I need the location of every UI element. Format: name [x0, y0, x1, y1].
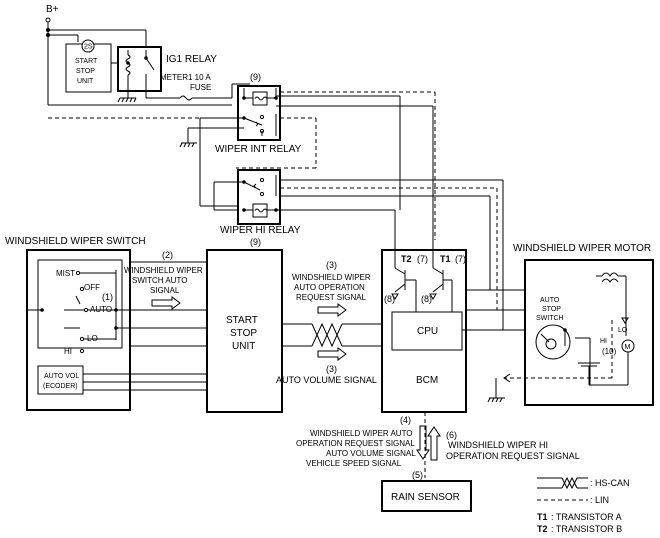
- legend-hs-can: : HS-CAN: [537, 476, 630, 490]
- signal-6-line-2: OPERATION REQUEST SIGNAL: [446, 451, 580, 461]
- motor-switch-line-1: AUTO: [540, 297, 560, 304]
- pos-hi: HI: [64, 347, 72, 356]
- hi-relay-label: WIPER HI RELAY: [220, 225, 301, 236]
- signal-2-line-1: WINDSHIELD WIPER: [124, 266, 203, 275]
- wiper-int-relay: (9) WIPER INT RELAY: [179, 72, 436, 240]
- start-stop-2s-badge: [81, 39, 95, 53]
- t1-callout: (7): [455, 254, 466, 264]
- signal-auto-volume: (3) AUTO VOLUME SIGNAL: [276, 347, 377, 385]
- legend-lin: : LIN: [537, 495, 609, 505]
- t1-label: T1: [440, 254, 451, 264]
- signal-auto-op-request: (3) WINDSHIELD WIPER AUTO OPERATION REQU…: [292, 260, 371, 317]
- bcm-relay-links: [276, 105, 434, 258]
- signal-6-callout: (6): [446, 430, 457, 440]
- bcm-label: BCM: [416, 375, 438, 386]
- ig1-relay-label: IG1 RELAY: [166, 54, 217, 65]
- signal-switch-auto: (2) WINDSHIELD WIPER SWITCH AUTO SIGNAL: [124, 250, 203, 310]
- t2-callout: (7): [417, 254, 428, 264]
- auto-vol-ecoder: [37, 365, 84, 395]
- signal-3b-callout: (3): [326, 364, 337, 374]
- b-plus-terminal: [45, 17, 51, 23]
- ssu-small-line-3: UNIT: [77, 78, 94, 85]
- ssu-line-1: START: [226, 315, 258, 326]
- motor-hi: HI: [600, 338, 607, 345]
- legend-t1-key: T1: [537, 512, 548, 522]
- signal-3a-line-2: AUTO OPERATION: [294, 283, 365, 292]
- wiper-motor-title: WINDSHIELD WIPER MOTOR: [513, 243, 651, 254]
- motor-m-text: M: [625, 344, 631, 351]
- rain-sensor-label: RAIN SENSOR: [391, 492, 460, 503]
- ssu-line-3: UNIT: [232, 341, 255, 352]
- motor-switch-line-3: SWITCH: [536, 315, 564, 322]
- legend-t1-text: : TRANSISTOR A: [551, 512, 622, 522]
- ig1-relay: IG1 RELAY: [117, 46, 217, 103]
- signal-6-line-1: WINDSHIELD WIPER HI: [448, 440, 548, 450]
- legend-lin-text: : LIN: [590, 495, 609, 505]
- signal-4-callout: (4): [400, 415, 411, 425]
- hs-can-ssu-bcm: [282, 322, 382, 348]
- start-stop-unit-small: 2S START STOP UNIT: [65, 39, 120, 93]
- bcm-cpu: [391, 311, 463, 351]
- badge-text: 2S: [84, 44, 93, 51]
- ssu-line-2: STOP: [230, 328, 257, 339]
- ig1-relay-box: [117, 46, 162, 92]
- rain-sensor-callout: (5): [412, 470, 423, 480]
- signal-6-arrow: [427, 426, 441, 461]
- bcm: CPU BCM T2 (7) (8) T1 (7) (8): [381, 249, 467, 413]
- windshield-wiper-motor: WINDSHIELD WIPER MOTOR AUTO STOP SWITCH …: [487, 243, 654, 406]
- start-stop-unit: START STOP UNIT: [206, 249, 283, 413]
- signal-2-line-3: SIGNAL: [150, 286, 180, 295]
- legend-t2-key: T2: [537, 524, 548, 534]
- meter1-fuse: METER1 10 A FUSE: [160, 73, 250, 101]
- signal-4-arrow: [416, 425, 430, 460]
- wiper-switch-callout: (1): [102, 292, 113, 302]
- wiper-switch-title: WINDSHIELD WIPER SWITCH: [5, 236, 146, 247]
- signal-2-arrow: [151, 296, 181, 310]
- fuse-label-1: METER1 10 A: [160, 73, 211, 82]
- ssu-small-line-2: STOP: [76, 68, 95, 75]
- rain-sensor: (5) RAIN SENSOR: [381, 470, 472, 512]
- legend-hs-can-text: : HS-CAN: [590, 478, 630, 488]
- start-stop-unit-box: [206, 249, 283, 413]
- ssu-small-line-1: START: [75, 58, 98, 65]
- signal-4-line-2: OPERATION REQUEST SIGNAL: [296, 439, 415, 448]
- legend-t2-text: : TRANSISTOR B: [551, 524, 622, 534]
- auto-vol-line-2: (ECODER): [43, 383, 78, 390]
- cpu-label: CPU: [417, 326, 438, 337]
- pos-mist: MIST: [56, 269, 75, 278]
- signal-4-line-4: VEHICLE SPEED SIGNAL: [306, 459, 402, 468]
- wiper-hi-relay: WIPER HI RELAY (9): [200, 169, 504, 330]
- int-relay-label: WIPER INT RELAY: [215, 144, 302, 155]
- t1-sub: (8): [421, 294, 432, 304]
- motor-lo: LO: [618, 327, 628, 334]
- signal-4-line-1: WINDSHIELD WIPER AUTO: [310, 429, 413, 438]
- auto-vol-line-1: AUTO VOL: [44, 373, 79, 380]
- windshield-wiper-switch: WINDSHIELD WIPER SWITCH MIST OFF AUTO LO…: [5, 236, 146, 411]
- signal-3a-line-1: WINDSHIELD WIPER: [292, 273, 371, 282]
- motor-callout: (10): [602, 347, 617, 356]
- pos-off: OFF: [84, 283, 100, 292]
- signal-3b-arrow: [317, 347, 347, 361]
- motor-switch-line-2: STOP: [542, 306, 561, 313]
- t2-sub: (8): [384, 294, 395, 304]
- t2-label: T2: [401, 254, 412, 264]
- int-relay-callout: (9): [250, 72, 261, 82]
- signal-2-callout: (2): [162, 250, 173, 260]
- signal-3a-arrow: [317, 303, 347, 317]
- switch-to-ssu-wiring: [27, 261, 207, 391]
- signal-3b-label: AUTO VOLUME SIGNAL: [276, 375, 377, 385]
- b-plus-label: B+: [46, 4, 59, 15]
- hi-relay-callout: (9): [250, 237, 261, 247]
- signal-3a-callout: (3): [326, 260, 337, 270]
- fuse-label-2: FUSE: [190, 83, 211, 92]
- signal-4-line-3: AUTO VOLUME SIGNAL: [326, 449, 416, 458]
- signal-2-line-2: SWITCH AUTO: [132, 276, 187, 285]
- bcm-rain-sensor-signals: (4) WINDSHIELD WIPER AUTO OPERATION REQU…: [296, 412, 580, 478]
- legend: : HS-CAN : LIN T1 : TRANSISTOR A T2 : TR…: [537, 476, 630, 534]
- signal-3a-line-3: REQUEST SIGNAL: [296, 293, 367, 302]
- rain-sensor-box: [381, 480, 472, 512]
